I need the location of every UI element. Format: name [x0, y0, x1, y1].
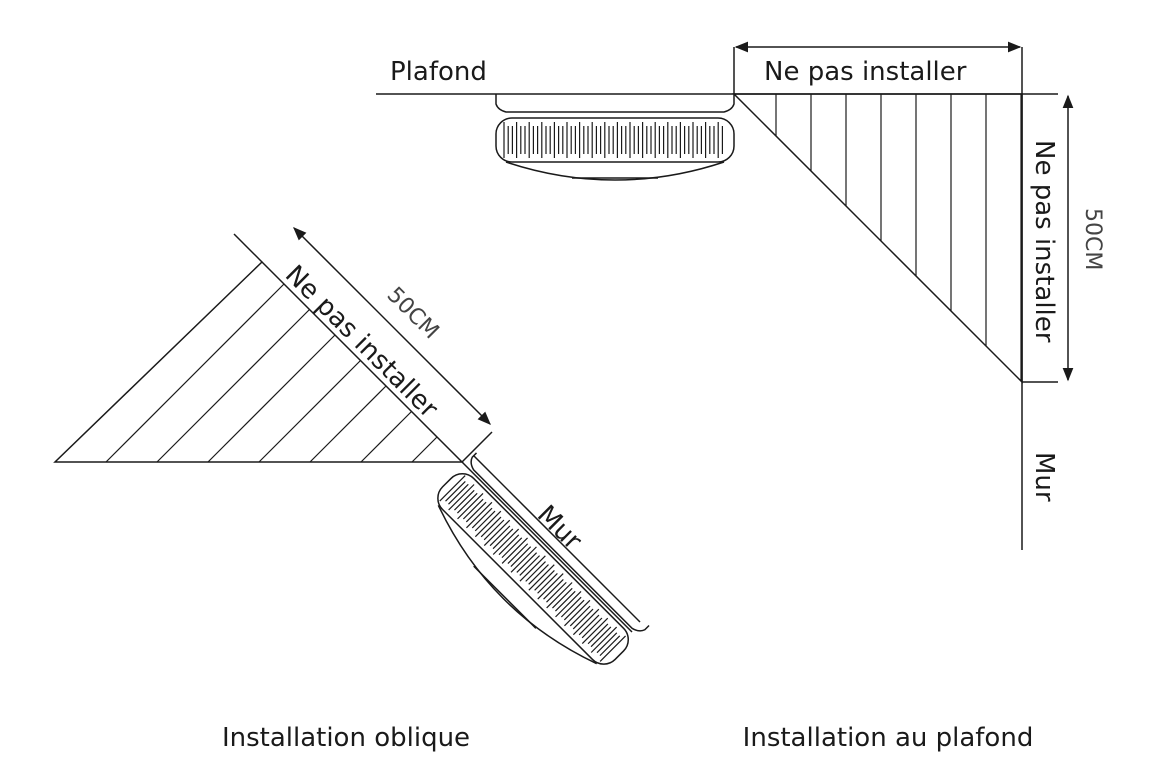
detector-vent-line	[483, 519, 505, 541]
zone-label-vertical: Ne pas installer	[1029, 140, 1059, 343]
detector-vent-line	[462, 498, 484, 520]
hatch-line	[156, 309, 310, 463]
detector-vent-line	[590, 626, 618, 653]
zone-extension-line	[233, 233, 263, 263]
wall-line-edge	[473, 455, 641, 623]
detector-vent-line	[471, 507, 493, 529]
detector-vent-line	[572, 608, 600, 636]
detector-vent-line	[474, 510, 502, 538]
detector-vent-line	[599, 635, 621, 657]
detector-vent-line	[498, 534, 520, 556]
detector-vent-line	[516, 552, 538, 573]
detector-vent-line	[483, 519, 511, 547]
detector-vent-line	[510, 546, 537, 573]
caption-ceiling: Installation au plafond	[743, 723, 1034, 753]
detector-vent-line	[560, 596, 582, 618]
detector-vent-line	[572, 608, 594, 630]
wall-label: Mur	[1029, 452, 1059, 502]
detector-vent-line	[564, 599, 591, 627]
hatch-line	[105, 283, 285, 463]
wall-line	[461, 461, 633, 633]
oblique-installation: Ne pas installer 50CM Mur	[53, 227, 650, 665]
zone-label: Ne pas installer	[279, 260, 444, 425]
detector-vent-line	[581, 617, 609, 645]
detector-vent-line	[465, 501, 487, 523]
detector-vent-line	[543, 578, 564, 600]
detector-vent-line	[519, 555, 546, 582]
detector-vent-line	[466, 501, 493, 529]
no-install-zone-hatching	[775, 94, 1022, 381]
detector-vent-line	[519, 555, 541, 576]
detector-vent-line	[599, 635, 626, 662]
detector-vent-line	[552, 587, 573, 609]
detector-vent-line	[528, 564, 549, 585]
hatch-line	[360, 411, 412, 463]
smoke-detector-icon	[495, 94, 735, 181]
distance-label: 50CM	[382, 283, 444, 345]
detector-vent-line	[448, 483, 469, 505]
detector-vent-line	[528, 564, 555, 591]
detector-vent-line	[454, 489, 475, 511]
smoke-detector-icon	[437, 452, 650, 665]
detector-vent-line	[501, 537, 528, 564]
detector-vent-line	[587, 623, 609, 645]
detector-vent-line	[489, 525, 511, 547]
detector-vent-line	[492, 528, 520, 555]
ceiling-label: Plafond	[390, 57, 487, 87]
detector-vent-line	[537, 573, 564, 600]
detector-vent-line	[439, 475, 466, 502]
detector-vent-line	[456, 492, 478, 514]
detector-vent-line	[507, 543, 529, 564]
detector-vent-line	[534, 570, 555, 591]
detector-vent-line	[554, 590, 576, 612]
hatch-line	[309, 385, 387, 463]
detector-vent-line	[445, 480, 466, 502]
detector-vent-line	[569, 605, 591, 627]
ceiling-installation: Plafond Ne pas installer Ne pas installe…	[376, 41, 1105, 550]
zone-label-horizontal: Ne pas installer	[764, 57, 967, 87]
detector-vent-line	[474, 510, 496, 532]
no-install-zone-triangle	[732, 93, 1023, 384]
detector-vent-line	[596, 632, 618, 654]
wall-label: Mur	[531, 500, 588, 557]
detector-vent-line	[590, 626, 612, 648]
detector-vent-line	[510, 546, 532, 567]
detector-vent-line	[480, 516, 502, 538]
detector-vent-line	[501, 537, 523, 559]
distance-label: 50CM	[1080, 208, 1105, 270]
detector-vent-line	[537, 573, 558, 594]
detector-vent-line	[578, 614, 600, 636]
detector-vent-line	[555, 590, 582, 618]
dimension-extension-line	[461, 431, 493, 463]
detector-vent-line	[563, 599, 585, 621]
hatch-line	[207, 334, 336, 463]
detector-vent-line	[546, 582, 573, 609]
diagonal-dimension-arrow	[293, 227, 491, 425]
hatch-line	[258, 360, 361, 463]
detector-vent-line	[581, 617, 603, 639]
detector-vent-line	[448, 484, 475, 511]
detector-vent-line	[525, 561, 546, 582]
detector-vent-line	[492, 528, 514, 550]
caption-oblique: Installation oblique	[222, 723, 470, 753]
hatch-line	[411, 436, 438, 463]
detector-vent-line	[457, 492, 484, 520]
detector-vent-line	[546, 581, 567, 603]
